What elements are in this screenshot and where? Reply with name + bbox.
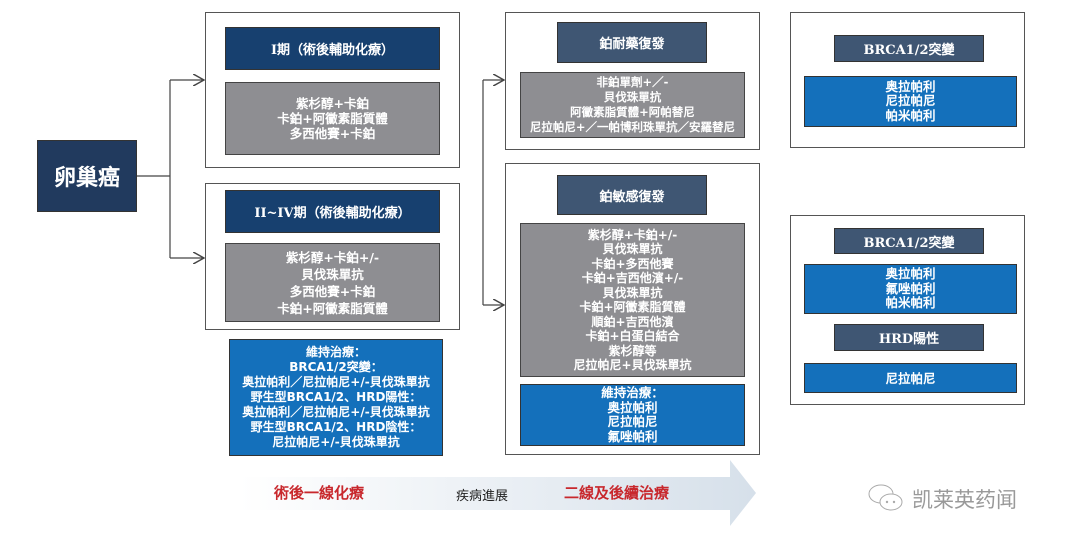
right1-title: BRCA1/2突變	[834, 35, 984, 62]
line: 尼拉帕尼	[607, 414, 658, 429]
regimen: 卡鉑+阿黴素脂質體	[277, 300, 388, 316]
regimen: 紫杉醇+卡鉑+/-	[587, 227, 678, 242]
stage2-regimens: 紫杉醇+卡鉑+/-貝伐珠單抗多西他賽+卡鉑卡鉑+阿黴素脂質體	[225, 243, 440, 322]
right2-title: BRCA1/2突變	[834, 228, 984, 254]
drug: 氟唑帕利	[885, 280, 936, 296]
regimen: 卡鉑+白蛋白結合	[585, 329, 680, 343]
sensitive-regimens: 紫杉醇+卡鉑+/-貝伐珠單抗卡鉑+多西他賽卡鉑+吉西他濱+/-貝伐珠單抗卡鉑+阿…	[520, 223, 745, 377]
regimen: 尼拉帕尼+／一帕博利珠單抗／安羅替尼	[529, 120, 736, 134]
regimen: 貝伐珠單抗	[301, 266, 364, 282]
stage1-title: I期（術後輔助化療）	[225, 27, 440, 70]
right2-drugs: 奥拉帕利氟唑帕利帕米帕利	[804, 264, 1017, 314]
regimen: 紫杉醇+卡鉑+/-	[285, 249, 380, 265]
line: 野生型BRCA1/2、HRD陰性：	[250, 420, 422, 434]
arrow-progression: 疾病進展	[456, 489, 509, 504]
stage2-title: II~IV期（術後輔助化療）	[225, 190, 440, 233]
regimen: 阿黴素脂質體+阿帕替尼	[570, 105, 695, 119]
line: 維持治療：	[305, 345, 366, 359]
drug: 帕米帕利	[885, 107, 936, 123]
regimen: 非鉑單劑+／-	[596, 75, 669, 89]
regimen: 卡鉑+吉西他濱+/-	[581, 271, 684, 285]
regimen: 卡鉑+阿黴素脂質體	[579, 300, 686, 314]
resistant-title: 鉑耐藥復發	[557, 22, 707, 63]
sensitive-maintenance: 維持治療：奥拉帕利尼拉帕尼氟唑帕利	[520, 384, 745, 446]
regimen: 貝伐珠單抗	[602, 242, 663, 256]
regimen: 貝伐珠單抗	[602, 285, 663, 300]
regimen: 貝伐珠單抗	[603, 90, 662, 104]
line: 維持治療：	[601, 385, 664, 400]
sensitive-title: 鉑敏感復發	[557, 175, 707, 215]
watermark: 凯莱英药闻	[912, 488, 1017, 512]
right1-drugs: 奥拉帕利尼拉帕尼帕米帕利	[804, 76, 1017, 127]
drug: 奥拉帕利	[885, 266, 936, 282]
regimen: 多西他賽+卡鉑	[289, 126, 376, 141]
line: 奥拉帕利／尼拉帕尼+/-貝伐珠單抗	[242, 405, 430, 419]
regimen: 尼拉帕尼+貝伐珠單抗	[573, 358, 692, 372]
arrow-second-line: 二線及後續治療	[564, 484, 670, 502]
line: 氟唑帕利	[607, 428, 658, 444]
regimen: 紫杉醇+卡鉑	[296, 96, 369, 111]
wechat-icon	[866, 482, 906, 514]
drug: 帕米帕利	[885, 295, 936, 311]
line: BRCA1/2突變：	[289, 360, 383, 374]
line: 奥拉帕利／尼拉帕尼+/-貝伐珠單抗	[242, 375, 430, 389]
progress-arrow	[240, 460, 756, 526]
resistant-regimens: 非鉑單劑+／-貝伐珠單抗阿黴素脂質體+阿帕替尼尼拉帕尼+／一帕博利珠單抗／安羅替…	[520, 72, 745, 138]
root-ovarian-cancer: 卵巢癌	[37, 140, 137, 212]
line: 野生型BRCA1/2、HRD陽性：	[250, 390, 422, 404]
drug: 奥拉帕利	[885, 78, 936, 94]
drug: 尼拉帕尼	[885, 370, 936, 386]
regimen: 紫杉醇等	[608, 343, 657, 358]
line: 奥拉帕利	[607, 399, 658, 415]
stage1-regimens: 紫杉醇+卡鉑卡鉑+阿黴素脂質體多西他賽+卡鉑	[225, 82, 440, 155]
maintenance-first-line: 維持治療：BRCA1/2突變：奥拉帕利／尼拉帕尼+/-貝伐珠單抗野生型BRCA1…	[229, 339, 443, 456]
hrd-title: HRD陽性	[834, 324, 984, 351]
line: 尼拉帕尼+/-貝伐珠單抗	[272, 435, 400, 449]
arrow-first-line: 術後一線化療	[274, 484, 365, 502]
regimen: 卡鉑+阿黴素脂質體	[277, 111, 388, 126]
regimen: 多西他賽+卡鉑	[289, 283, 376, 299]
regimen: 順鉑+吉西他濱	[591, 314, 674, 329]
drug: 尼拉帕尼	[885, 93, 936, 109]
regimen: 卡鉑+多西他賽	[591, 256, 674, 271]
hrd-drugs: 尼拉帕尼	[804, 363, 1017, 393]
